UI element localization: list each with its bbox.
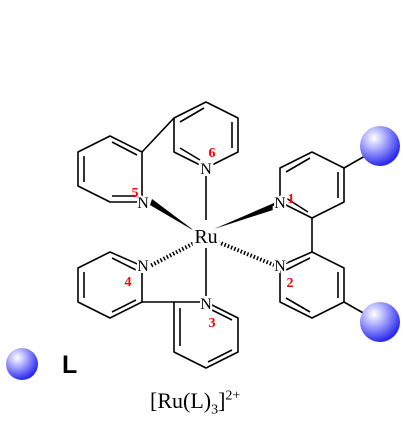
formula-open: [Ru(L) [150,388,212,413]
coordination-bonds [149,176,276,296]
formula-close: ] [218,388,226,413]
legend-sphere [6,348,38,380]
label-5: 5 [132,186,139,201]
formula-charge: 2+ [225,388,241,404]
label-1: 1 [288,192,295,207]
nitrogen-atom-n5: N [137,195,149,212]
bond-ru-n5 [150,199,196,232]
legend-label: L [62,351,78,379]
nitrogen-atom-n6: N [200,161,212,178]
bond-ru-n4 [149,240,197,268]
label-4: 4 [125,275,132,290]
bond-ru-n2 [217,240,275,267]
ligand-sphere-bottom [360,302,400,342]
ligand-sphere-top [360,126,400,166]
label-2: 2 [287,276,294,291]
label-3: 3 [209,316,216,331]
bipyridine-right [279,151,373,319]
bipyridine-top [77,101,239,203]
label-6: 6 [209,146,216,161]
bond-ru-n1 [214,203,276,229]
nitrogen-atom-n1: N [274,195,286,212]
nitrogen-atom-n4: N [137,258,149,275]
bipyridine-bottom [77,251,239,369]
nitrogen-atom-n3: N [200,296,212,313]
nitrogen-atom-n2: N [274,258,286,275]
complex-formula: [Ru(L)3]2+ [150,388,240,418]
formula-subscript: 3 [211,402,219,418]
metal-center-ru: Ru [194,226,217,248]
